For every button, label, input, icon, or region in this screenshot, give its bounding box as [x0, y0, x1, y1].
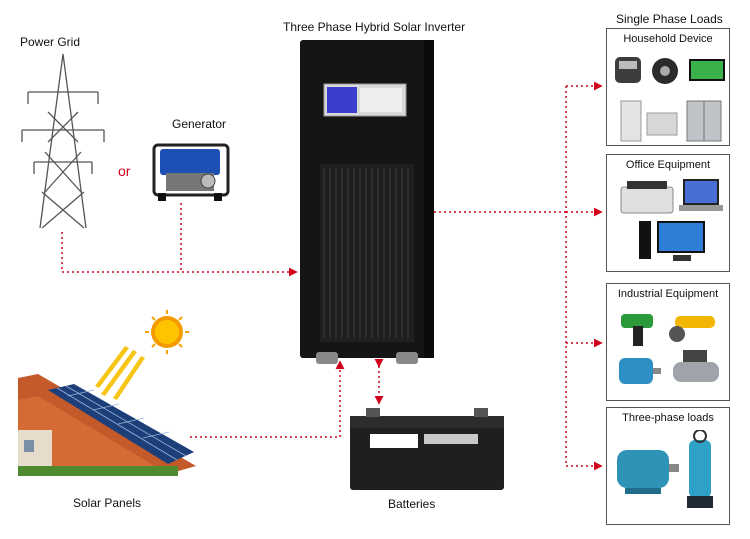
office-icons: [620, 179, 723, 261]
angle-grinder-icon: [669, 316, 715, 342]
pressure-cooker-icon: [615, 57, 641, 83]
solar-panels-label: Solar Panels: [73, 496, 142, 510]
fan-icon: [652, 58, 678, 84]
industrial-title: Industrial Equipment: [617, 288, 719, 300]
industrial-icons: [619, 314, 719, 384]
power-grid-label: Power Grid: [20, 35, 81, 49]
single-phase-loads-label: Single Phase Loads: [616, 12, 723, 26]
industrial-box: Industrial Equipment: [606, 283, 730, 401]
inverter-title: Three Phase Hybrid Solar Inverter: [283, 20, 466, 34]
laptop-icon: [679, 179, 723, 211]
solar-roof-icon: [18, 374, 196, 476]
office-box: Office Equipment: [606, 154, 730, 272]
inverter-unit: [300, 40, 434, 364]
double-fridge-icon: [686, 100, 722, 142]
desktop-pc-icon: [639, 221, 705, 261]
solar-line: [190, 360, 345, 438]
office-title: Office Equipment: [625, 159, 711, 171]
household-icons: [615, 57, 725, 142]
three-phase-box: Three-phase loads: [606, 407, 730, 525]
transmission-tower-icon: [21, 53, 105, 229]
or-label: or: [118, 163, 131, 179]
battery-icon: [350, 408, 504, 490]
generator-icon: [152, 143, 230, 201]
tv-icon: [689, 59, 725, 81]
household-box: Household Device: [606, 28, 730, 146]
air-compressor-icon: [673, 350, 719, 382]
electric-motor-icon: [619, 358, 661, 384]
sun-icon: [95, 310, 189, 400]
three-phase-icons: [617, 430, 713, 508]
water-pump-icon: [687, 430, 713, 508]
household-title: Household Device: [623, 33, 713, 45]
batteries-label: Batteries: [388, 497, 436, 511]
inverter-icon: [300, 40, 434, 364]
grid-line: [61, 232, 298, 277]
three-phase-title: Three-phase loads: [622, 412, 714, 424]
washing-machine-icon: [646, 112, 678, 136]
drill-icon: [621, 314, 653, 346]
fridge-icon: [620, 100, 642, 142]
three-phase-motor-icon: [617, 450, 679, 494]
generator-label: Generator: [172, 117, 227, 131]
printer-icon: [620, 181, 674, 214]
